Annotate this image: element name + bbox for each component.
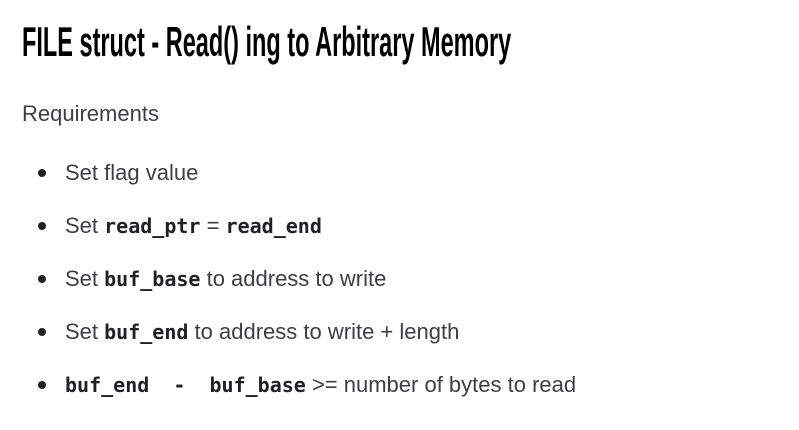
slide-title: FILE struct - Read() ing to Arbitrary Me…	[22, 18, 512, 65]
bullet-icon	[38, 169, 46, 177]
bullet-text: Set buf_base to address to write	[65, 266, 386, 292]
code-token: read_end	[225, 214, 322, 238]
bullet-icon	[38, 275, 46, 283]
list-item: Set read_ptr = read_end	[38, 212, 576, 240]
code-token: buf_end - buf_base	[65, 373, 306, 397]
text-segment: to address to write	[200, 266, 387, 291]
code-token: read_ptr	[104, 214, 201, 238]
list-item: buf_end - buf_base >= number of bytes to…	[38, 371, 576, 399]
bullet-text: buf_end - buf_base >= number of bytes to…	[65, 372, 576, 398]
list-item: Set buf_base to address to write	[38, 265, 576, 293]
text-segment: Set	[65, 266, 105, 291]
bullet-text: Set flag value	[65, 160, 198, 186]
list-item: Set flag value	[38, 159, 576, 187]
text-segment: >= number of bytes to read	[305, 372, 577, 397]
bullet-icon	[38, 222, 46, 230]
code-token: buf_end	[104, 320, 189, 344]
bullet-text: Set read_ptr = read_end	[65, 213, 322, 239]
bullet-icon	[38, 328, 46, 336]
text-segment: Set	[65, 213, 105, 238]
list-item: Set buf_end to address to write + length	[38, 318, 576, 346]
bullet-icon	[38, 381, 46, 389]
text-segment: Set	[65, 319, 105, 344]
slide-subtitle: Requirements	[22, 101, 159, 126]
text-segment: to address to write + length	[188, 319, 460, 344]
bullet-text: Set buf_end to address to write + length	[65, 319, 459, 345]
text-segment: Set flag value	[65, 160, 199, 185]
text-segment: =	[200, 213, 226, 238]
code-token: buf_base	[104, 267, 201, 291]
